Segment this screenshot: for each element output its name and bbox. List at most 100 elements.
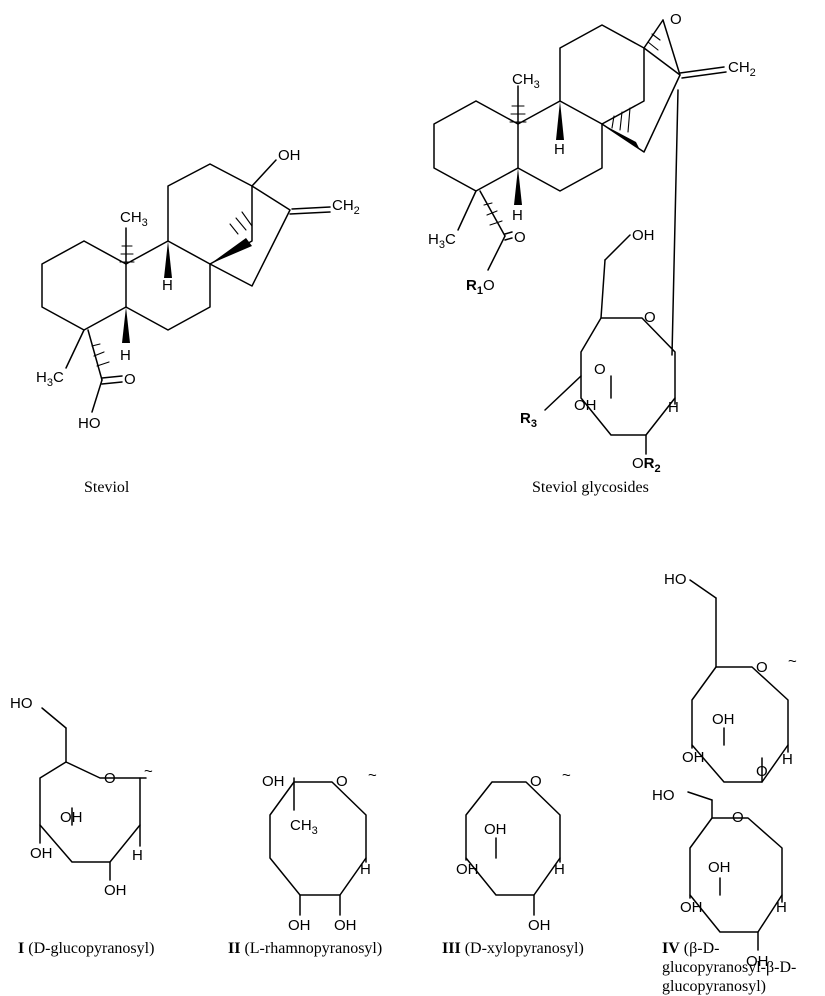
r3-subscript: 3 — [531, 418, 537, 430]
caption-iii-name: (D-xylopyranosyl) — [461, 940, 584, 957]
r1-label: R — [466, 277, 477, 294]
caption-ii-numeral: II — [228, 940, 240, 957]
r2-oxygen: O — [632, 455, 644, 472]
svg-text:H3C: H3C — [428, 231, 456, 251]
ho-label: HO — [664, 571, 687, 588]
svg-text:CH2: CH2 — [332, 197, 360, 217]
svg-text:CH2: CH2 — [728, 59, 756, 79]
steviol-structure — [41, 159, 331, 413]
caption-i-name: (D-glucopyranosyl) — [24, 940, 154, 957]
h3c-carbon: C — [53, 369, 64, 386]
caption-iv-numeral: IV — [662, 940, 680, 957]
ch3-label: CH — [512, 71, 534, 88]
svg-text:CH3: CH3 — [290, 817, 318, 837]
oh-label: OH — [60, 809, 83, 826]
caption-iv-name-line3: glucopyranosyl) — [662, 978, 766, 995]
oh-label: OH — [680, 899, 703, 916]
sugar-ii-structure — [269, 777, 367, 916]
oh-label: OH — [30, 845, 53, 862]
ch2-subscript: 2 — [354, 205, 360, 217]
caption-iv-name-line2: glucopyranosyl-β-D- — [662, 959, 796, 976]
o-label: O — [336, 773, 348, 790]
oh-label: OH — [288, 917, 311, 934]
oh-label: OH — [708, 859, 731, 876]
h-label: H — [162, 277, 173, 294]
svg-text:II (L-rhamnopyranosyl): II (L-rhamnopyranosyl) — [228, 940, 382, 957]
o-label: O — [756, 659, 768, 676]
h-label: H — [554, 141, 565, 158]
h-label: H — [120, 347, 131, 364]
h3c-label: H — [36, 369, 47, 386]
h3c-label: H — [428, 231, 439, 248]
r2-subscript: 2 — [655, 463, 661, 475]
ch3-label: CH — [120, 209, 142, 226]
caption-steviol-glycosides: Steviol glycosides — [532, 479, 649, 496]
svg-text:H3C: H3C — [36, 369, 64, 389]
svg-text:R3: R3 — [520, 410, 537, 430]
oh-bond — [251, 159, 277, 187]
h-label: H — [782, 751, 793, 768]
ch2-subscript: 2 — [750, 67, 756, 79]
caption-steviol: Steviol — [84, 479, 130, 496]
oh-label: OH — [712, 711, 735, 728]
h-label: H — [132, 847, 143, 864]
ring-b — [125, 240, 211, 331]
ho-label: HO — [10, 695, 33, 712]
o-label: O — [644, 309, 656, 326]
wave-mark: ~ — [788, 653, 797, 670]
svg-text:R1O: R1O — [466, 277, 495, 297]
oh-label: OH — [262, 773, 285, 790]
svg-text:IV (β-D-: IV (β-D- — [662, 940, 719, 957]
o-label: O — [732, 809, 744, 826]
h3c-subscript: 3 — [439, 239, 445, 251]
oh-label: OH — [278, 147, 301, 164]
r3-label: R — [520, 410, 531, 427]
oh-label: OH — [456, 861, 479, 878]
svg-text:CH3: CH3 — [512, 71, 540, 91]
o-label: O — [124, 371, 136, 388]
r2-label: R — [644, 455, 655, 472]
r1-oxygen: O — [483, 277, 495, 294]
ring-d — [209, 185, 291, 287]
caption-ii-name: (L-rhamnopyranosyl) — [240, 940, 382, 957]
h3c-subscript: 3 — [47, 377, 53, 389]
sugar-iii-structure — [465, 781, 561, 916]
o-label: O — [514, 229, 526, 246]
oh-label: OH — [632, 227, 655, 244]
caption-i-numeral: I — [18, 940, 24, 957]
ch3-subscript: 3 — [142, 217, 148, 229]
svg-text:I (D-glucopyranosyl): I (D-glucopyranosyl) — [18, 940, 154, 957]
oh-label: OH — [104, 882, 127, 899]
wave-mark: ~ — [144, 763, 153, 780]
caption-iii-numeral: III — [442, 940, 461, 957]
caption-iv-name-line1: (β-D- — [680, 940, 720, 957]
ho-label: HO — [78, 415, 101, 432]
ch2-label: CH — [332, 197, 354, 214]
r1-subscript: 1 — [477, 285, 483, 297]
h-label: H — [512, 207, 523, 224]
ch3-subscript: 3 — [534, 79, 540, 91]
o-label: O — [756, 763, 768, 780]
h-label: H — [668, 399, 679, 416]
oh-label: OH — [484, 821, 507, 838]
ring-a — [41, 240, 127, 331]
o-label: O — [530, 773, 542, 790]
sugar-i-structure — [39, 707, 147, 881]
ch2-label: CH — [728, 59, 750, 76]
h3c-carbon: C — [445, 231, 456, 248]
ho-label: HO — [652, 787, 675, 804]
oh-label: OH — [528, 917, 551, 934]
oh-label: OH — [574, 397, 597, 414]
glycoside-structure — [433, 19, 727, 455]
wave-mark: ~ — [368, 767, 377, 784]
svg-text:III (D-xylopyranosyl): III (D-xylopyranosyl) — [442, 940, 584, 957]
wave-mark: ~ — [562, 767, 571, 784]
sugar-iv-structure — [687, 579, 789, 951]
ch3-subscript: 3 — [312, 825, 318, 837]
svg-text:OR2: OR2 — [632, 455, 661, 475]
ch3-label: CH — [290, 817, 312, 834]
h-label: H — [776, 899, 787, 916]
oh-label: OH — [746, 953, 769, 970]
oh-label: OH — [334, 917, 357, 934]
